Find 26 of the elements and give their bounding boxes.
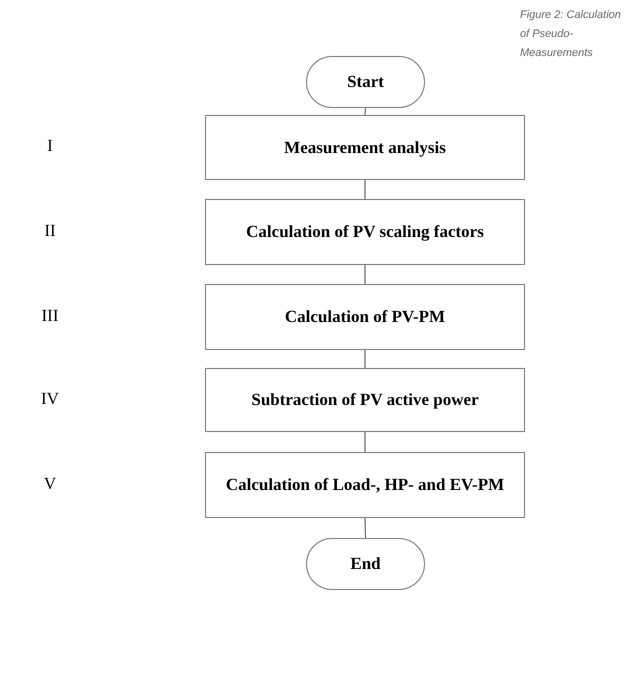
- box-label: Calculation of PV scaling factors: [246, 222, 484, 242]
- box-label: Subtraction of PV active power: [251, 390, 479, 410]
- process-box: [205, 452, 525, 518]
- process-box: [205, 284, 525, 350]
- box-label: Measurement analysis: [284, 138, 446, 158]
- step-number: III: [40, 306, 60, 326]
- box-label: Start: [347, 72, 384, 92]
- step-number: I: [46, 136, 54, 156]
- connector-line: [364, 108, 366, 116]
- process-box: [205, 115, 525, 180]
- connector-line: [364, 432, 366, 452]
- step-number: IV: [40, 389, 60, 409]
- terminal-box: [306, 56, 425, 108]
- box-label: Calculation of PV-PM: [284, 307, 446, 327]
- connector-line: [364, 350, 366, 368]
- box-label: End: [350, 554, 381, 574]
- process-box: [205, 199, 525, 265]
- connector-line: [364, 264, 366, 284]
- terminal-box: [306, 538, 425, 590]
- figure-caption: Figure 2: Calculation of Pseudo-Measurements: [520, 8, 622, 61]
- connector-line: [364, 180, 366, 200]
- box-label: Calculation of Load-, HP- and EV-PM: [226, 475, 504, 495]
- connector-line: [364, 518, 366, 538]
- process-box: [205, 368, 525, 432]
- step-number: II: [43, 221, 57, 241]
- step-number: V: [42, 474, 58, 494]
